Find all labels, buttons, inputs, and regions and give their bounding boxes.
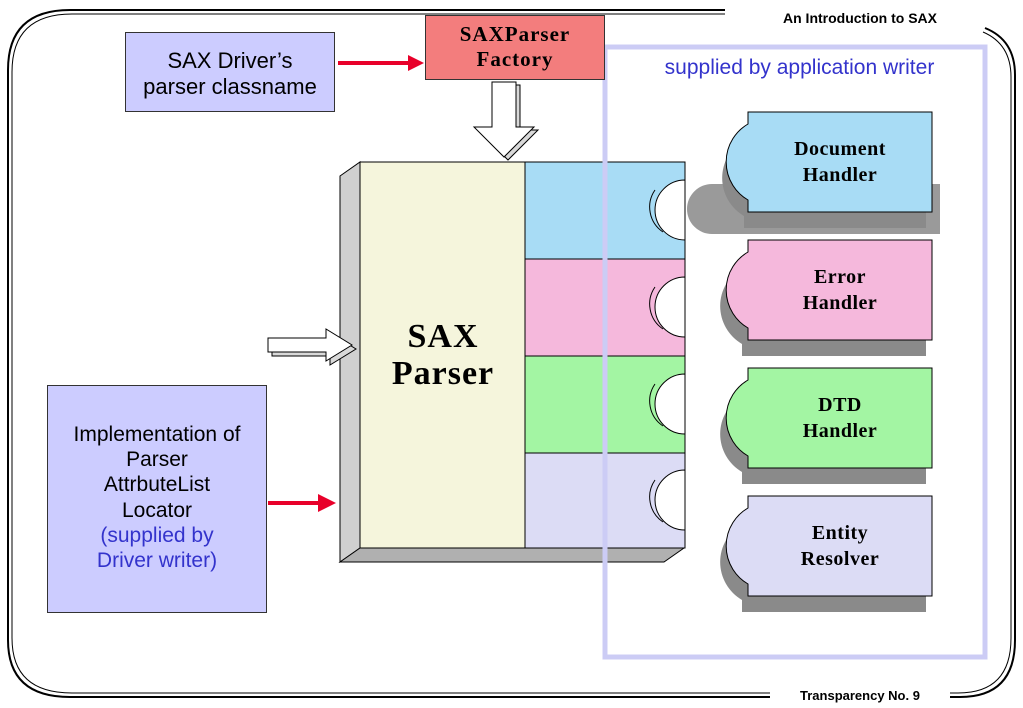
impl-note-line-2: Driver writer): [96, 548, 218, 572]
parser-line-2: Parser: [391, 355, 495, 393]
dtd-handler-label: DTD Handler: [745, 392, 935, 444]
slide-footer-title: Transparency No. 9: [770, 688, 950, 703]
factory-down-arrow: [472, 81, 540, 161]
document-handler-line-1: Document: [794, 138, 886, 160]
implementation-box: Implementation of Parser AttrbuteList Lo…: [47, 385, 267, 613]
parser-line-1: SAX: [407, 318, 479, 355]
application-writer-region: [602, 44, 988, 660]
document-handler-label: Document Handler: [745, 136, 935, 188]
handler-entity-shape: [720, 495, 933, 612]
sax-parser-label: SAX Parser: [362, 318, 524, 393]
impl-line-2: Parser: [126, 448, 188, 472]
impl-line-4: Locator: [121, 498, 193, 522]
dtd-handler-line-2: Handler: [802, 420, 878, 442]
impl-line-3: AttrbuteList: [103, 473, 211, 497]
parser-input-arrow: [267, 328, 357, 366]
factory-line-1: SAXParser: [459, 22, 571, 46]
entity-resolver-line-1: Entity: [811, 522, 869, 544]
driver-line-1: SAX Driver’s: [167, 48, 293, 73]
dtd-handler-line-1: DTD: [818, 394, 862, 416]
handler-document-shape: [687, 111, 940, 234]
supplied-by-application-label: supplied by application writer: [664, 56, 935, 79]
entity-resolver-line-2: Resolver: [800, 548, 880, 570]
error-handler-line-2: Handler: [802, 292, 878, 314]
impl-line-1: Implementation of: [73, 423, 241, 446]
error-handler-line-1: Error: [813, 266, 867, 288]
slide-header-title: An Introduction to SAX: [740, 10, 980, 26]
factory-line-2: Factory: [476, 47, 554, 72]
error-handler-label: Error Handler: [745, 264, 935, 316]
sax-parser-block: [338, 161, 686, 563]
sax-parser-factory-box: SAXParser Factory: [425, 15, 605, 80]
handler-dtd-shape: [720, 367, 933, 484]
driver-line-2: parser classname: [143, 74, 317, 100]
impl-note-line-1: (supplied by: [100, 523, 214, 547]
handler-error-shape: [720, 239, 933, 356]
document-handler-line-2: Handler: [802, 164, 878, 186]
entity-resolver-label: Entity Resolver: [745, 520, 935, 572]
driver-classname-box: SAX Driver’s parser classname: [125, 32, 335, 112]
